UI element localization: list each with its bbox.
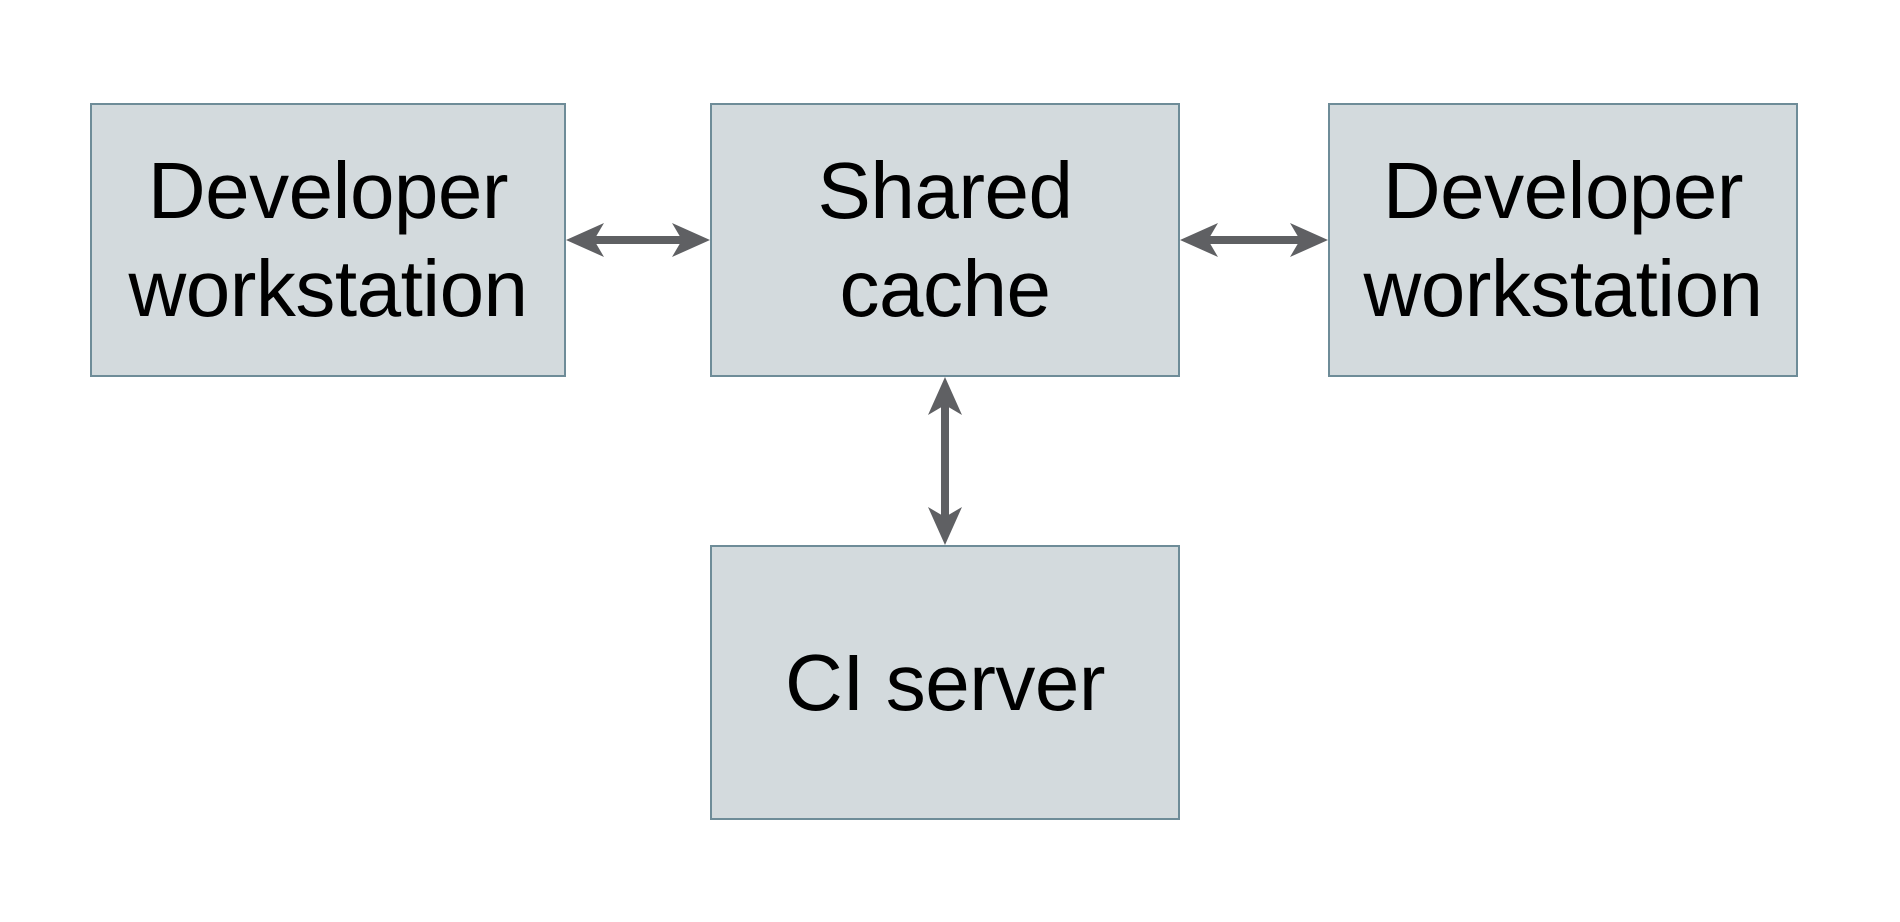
node-shared-cache-label: Shared cache (817, 146, 1073, 333)
bidirectional-arrow-workstation-left-shared-cache-icon (566, 223, 710, 257)
node-ci-server: CI server (710, 545, 1180, 820)
node-developer-workstation-left: Developer workstation (90, 103, 566, 377)
node-developer-workstation-left-label: Developer workstation (128, 146, 528, 333)
node-developer-workstation-right: Developer workstation (1328, 103, 1798, 377)
node-shared-cache: Shared cache (710, 103, 1180, 377)
bidirectional-arrow-shared-cache-workstation-right-icon (1180, 223, 1328, 257)
node-ci-server-label: CI server (785, 637, 1106, 727)
node-developer-workstation-right-label: Developer workstation (1363, 146, 1763, 333)
bidirectional-arrow-shared-cache-ci-server-icon (928, 377, 962, 545)
